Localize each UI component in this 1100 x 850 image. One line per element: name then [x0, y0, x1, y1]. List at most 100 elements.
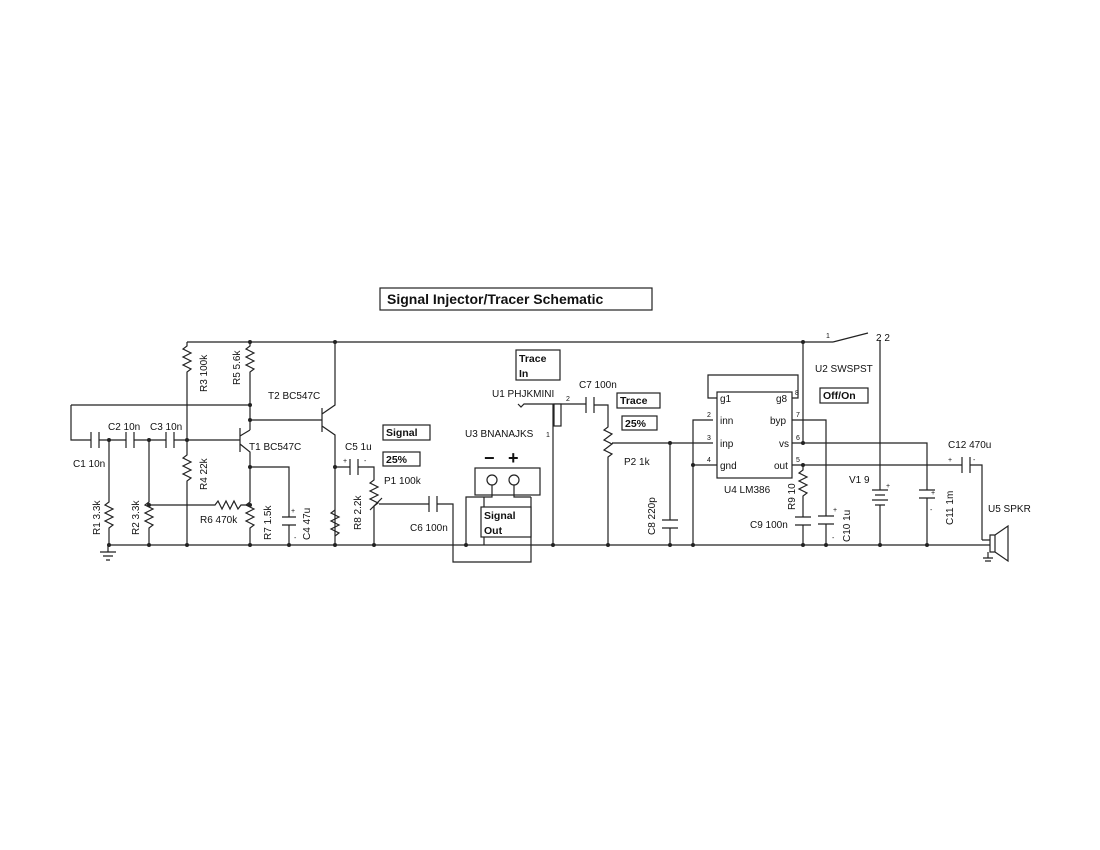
- labels-r9-text: R9 10: [787, 483, 798, 510]
- controls-trace_level-text: 25%: [625, 418, 647, 430]
- labels-r1-text: R1 3.3k: [92, 500, 103, 535]
- c4-plus-mark: +: [291, 508, 295, 515]
- labels-c5-text: C5 1u: [345, 442, 372, 453]
- labels-c11-text: C11 1m: [945, 491, 956, 525]
- c11-minus-mark: -: [930, 507, 933, 514]
- labels-c2-text: C2 10n: [108, 422, 140, 433]
- plus-terminal-label: +: [508, 448, 519, 468]
- controls-signal-text: Signal: [386, 427, 418, 439]
- component-labels: C1 10n C2 10n C3 10n T2 BC547C T1 BC547C…: [73, 350, 1031, 542]
- c10-minus-mark: -: [832, 535, 835, 542]
- controls-off_on-text: Off/On: [823, 390, 856, 402]
- pins-inp-text: inp: [720, 439, 734, 450]
- r3-r4-branch: [181, 342, 193, 545]
- pins-g8-text: g8: [776, 394, 788, 405]
- minus-terminal-label: −: [484, 448, 495, 468]
- pins-sw2-text: 2 2: [876, 333, 890, 344]
- labels-r7-text: R7 1.5k: [263, 505, 274, 540]
- pins-n2-text: 2: [707, 412, 711, 419]
- pins-sw1-text: 1: [826, 333, 830, 340]
- pins-g1-text: g1: [720, 394, 732, 405]
- pins-n3-text: 3: [707, 435, 711, 442]
- labels-u2-text: U2 SWSPST: [815, 364, 873, 375]
- r5-branch: [244, 342, 256, 430]
- pins-byp-text: byp: [770, 416, 787, 427]
- c12-plus-mark: +: [948, 457, 952, 464]
- schematic-title: Signal Injector/Tracer Schematic: [387, 291, 604, 307]
- title-box: Signal Injector/Tracer Schematic: [379, 287, 653, 311]
- labels-r3-text: R3 100k: [199, 354, 210, 392]
- c8-wire: [662, 443, 678, 545]
- labels-r6-text: R6 470k: [200, 515, 238, 526]
- labels-r5-text: R5 5.6k: [232, 350, 243, 385]
- power-switch[interactable]: 1 2 2: [826, 332, 890, 344]
- pins-n4-text: 4: [707, 457, 711, 464]
- capacitor-c3: [165, 432, 175, 448]
- pins-n6-text: 6: [796, 435, 800, 442]
- labels-c3-text: C3 10n: [150, 422, 182, 433]
- c12-minus-mark: -: [973, 457, 976, 464]
- controls-signal_level-text: 25%: [386, 454, 408, 466]
- signal-level[interactable]: 25%: [382, 451, 421, 467]
- r2-branch: [143, 440, 250, 545]
- labels-c4-text: C4 47u: [302, 508, 313, 540]
- labels-r2-text: R2 3.3k: [131, 500, 142, 535]
- ground-symbol: [100, 545, 116, 561]
- speaker-icon: [982, 524, 1009, 563]
- signal-control[interactable]: Signal: [382, 424, 431, 441]
- pins-n7-text: 7: [796, 412, 800, 419]
- pins-n5-text: 5: [796, 457, 800, 464]
- labels-c6-text: C6 100n: [410, 523, 448, 534]
- pins-n1-text: 1: [546, 432, 550, 439]
- transistor-t1: +-: [239, 428, 297, 545]
- controls-trace_in_1-text: Trace: [519, 353, 547, 365]
- amplifier-ic-u4: + - + - + + - g1 inn inp gnd g8 byp vs out 2 3 4 8 7…: [692, 342, 983, 545]
- controls-signal_out_1-text: Signal: [484, 510, 516, 522]
- c5-minus-mark: -: [364, 458, 367, 465]
- banana-jacks-u3[interactable]: − +: [465, 448, 541, 545]
- capacitor-c2: [125, 432, 135, 448]
- pins-inn-text: inn: [720, 416, 733, 427]
- r1-branch: [103, 440, 115, 545]
- labels-t1-text: T1 BC547C: [249, 442, 301, 453]
- labels-c8-text: C8 220p: [647, 497, 658, 535]
- c4-minus-mark: -: [294, 535, 297, 542]
- c10-plus-mark: +: [833, 507, 837, 514]
- labels-c7-text: C7 100n: [579, 380, 617, 391]
- labels-c9-text: C9 100n: [750, 520, 788, 531]
- labels-r4-text: R4 22k: [199, 457, 210, 490]
- labels-c12-text: C12 470u: [948, 440, 991, 451]
- v1-plus-mark: +: [886, 483, 890, 490]
- c7-p2-wire: [585, 397, 713, 545]
- labels-v1-text: V1 9: [849, 475, 870, 486]
- pins-out-text: out: [774, 461, 788, 472]
- capacitor-c1: [90, 432, 100, 448]
- controls-signal_out_2-text: Out: [484, 525, 503, 537]
- pins-n8-text: 8: [795, 390, 799, 397]
- labels-p1-text: P1 100k: [384, 476, 422, 487]
- pins-gnd-text: gnd: [720, 461, 737, 472]
- c11-plus-mark: +: [931, 490, 935, 497]
- controls-trace-text: Trace: [620, 395, 648, 407]
- labels-u4-text: U4 LM386: [724, 485, 771, 496]
- pins-n2-text: 2: [566, 396, 570, 403]
- labels-r8-text: R8 2.2k: [353, 495, 364, 530]
- off-on-control[interactable]: Off/On: [819, 387, 869, 404]
- labels-c1-text: C1 10n: [73, 459, 105, 470]
- transistor-t2: +-: [250, 342, 532, 563]
- feedback-wire: [70, 404, 250, 441]
- labels-t2-text: T2 BC547C: [268, 391, 320, 402]
- labels-u1-text: U1 PHJKMINI: [492, 389, 554, 400]
- trace-control[interactable]: Trace: [616, 392, 661, 409]
- c5-plus-mark: +: [343, 458, 347, 465]
- labels-u3-text: U3 BNANAJKS: [465, 429, 534, 440]
- trace-level[interactable]: 25%: [621, 415, 658, 431]
- mini-jack-u1[interactable]: 2 1: [517, 396, 586, 545]
- labels-u5-text: U5 SPKR: [988, 504, 1031, 515]
- pins-vs-text: vs: [779, 439, 789, 450]
- labels-c10-text: C10 1u: [842, 510, 853, 542]
